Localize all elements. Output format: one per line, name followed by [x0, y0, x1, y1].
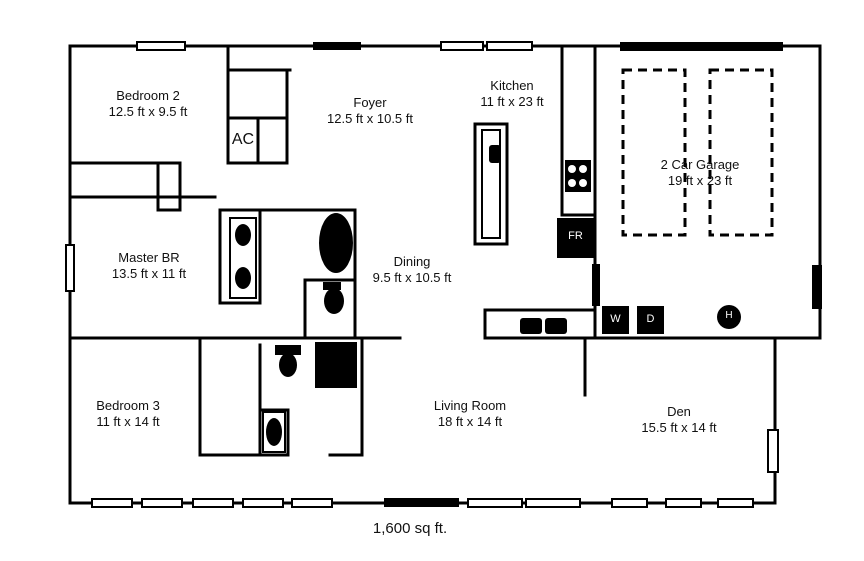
window [440, 41, 484, 51]
heater-label: H [725, 310, 733, 321]
room-name: Foyer [353, 95, 387, 110]
room-size: 12.5 ft x 9.5 ft [108, 104, 188, 119]
window [136, 41, 186, 51]
room-label-den: Den 15.5 ft x 14 ft [641, 404, 716, 436]
room-size: 11 ft x 14 ft [96, 414, 160, 429]
bathtub-icon [319, 213, 353, 273]
parking-stall [708, 68, 774, 237]
room-size: 11 ft x 23 ft [480, 94, 544, 109]
washer-icon [602, 306, 629, 334]
room-size: 19 ft x 23 ft [667, 173, 733, 188]
room-size: 15.5 ft x 14 ft [641, 420, 717, 435]
room-name: Bedroom 2 [116, 88, 180, 103]
door [592, 264, 600, 306]
dryer-label: D [646, 313, 655, 325]
room-label-living: Living Room 18 ft x 14 ft [434, 398, 506, 430]
window [767, 429, 779, 473]
window [467, 498, 523, 508]
fridge-label: FR [568, 230, 583, 242]
window [486, 41, 533, 51]
room-name: Den [667, 404, 691, 419]
room-size: 12.5 ft x 10.5 ft [327, 111, 413, 126]
room-label-master: Master BR 13.5 ft x 11 ft [112, 250, 186, 282]
room-name: Living Room [433, 398, 507, 413]
window [611, 498, 648, 508]
room-name: Bedroom 3 [96, 398, 160, 413]
window [525, 498, 581, 508]
door [812, 265, 822, 309]
toilet-icon [279, 353, 297, 377]
window [91, 498, 133, 508]
door [384, 498, 459, 507]
room-label-bedroom3: Bedroom 3 11 ft x 14 ft [96, 398, 160, 430]
toilet-icon [324, 288, 344, 314]
room-size: 18 ft x 14 ft [437, 414, 503, 429]
room-label-kitchen: Kitchen 11 ft x 23 ft [480, 78, 543, 110]
room-label-garage: 2 Car Garage 19 ft x 23 ft [661, 157, 740, 189]
window [65, 244, 75, 292]
window [291, 498, 333, 508]
room-name: Master BR [118, 250, 180, 265]
window [665, 498, 702, 508]
room-name: Kitchen [490, 78, 534, 93]
washer-label: W [610, 313, 621, 325]
room-name: Dining [393, 254, 431, 269]
room-size: 9.5 ft x 10.5 ft [372, 270, 452, 285]
fridge-icon [557, 218, 594, 258]
parking-stall [621, 68, 687, 237]
water-heater-icon [717, 305, 741, 329]
window [192, 498, 234, 508]
window [141, 498, 183, 508]
dryer-icon [637, 306, 664, 334]
bathtub-icon [315, 342, 357, 388]
door [313, 42, 361, 50]
room-size: 13.5 ft x 11 ft [111, 266, 187, 281]
stove-icon [565, 160, 591, 192]
garage-door [620, 42, 783, 51]
room-label-bedroom2: Bedroom 2 12.5 ft x 9.5 ft [109, 88, 188, 120]
ac-label: AC [231, 131, 255, 148]
room-name: 2 Car Garage [660, 157, 740, 172]
room-label-dining: Dining 9.5 ft x 10.5 ft [373, 254, 452, 286]
window [242, 498, 284, 508]
total-area: 1,600 sq ft. [372, 520, 448, 537]
room-label-foyer: Foyer 12.5 ft x 10.5 ft [327, 95, 413, 127]
window [717, 498, 754, 508]
